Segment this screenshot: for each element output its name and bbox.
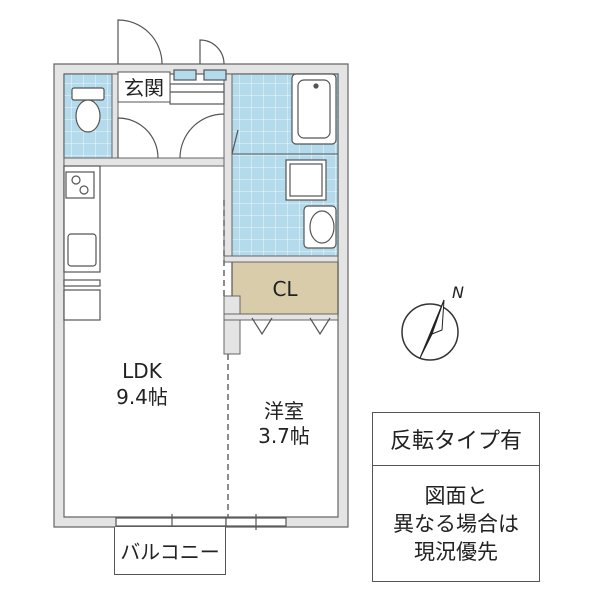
bathtub-icon <box>291 73 337 145</box>
compass: N <box>401 283 464 361</box>
reversed-type-note: 反転タイプ有 <box>372 412 540 466</box>
closet-area <box>231 259 339 317</box>
reversed-type-text: 反転タイプ有 <box>389 429 522 454</box>
western-room-name-label: 洋室 <box>264 399 304 423</box>
disclaimer-line-2: 異なる場合は <box>393 511 519 536</box>
kitchen-counter <box>63 165 101 321</box>
closet-label: CL <box>272 277 298 301</box>
ldk-name-label: LDK <box>122 359 163 383</box>
balcony-label-text: バルコニー <box>120 540 220 564</box>
door-swings <box>117 19 331 336</box>
compass-circle-icon <box>401 303 459 361</box>
toilet-icon <box>71 87 105 133</box>
entrance-label-bg <box>117 71 171 103</box>
interior-walls <box>63 73 339 355</box>
balcony-windows <box>115 514 287 530</box>
disclaimer-line-3: 現況優先 <box>414 539 498 564</box>
wash-basin-icon <box>303 205 337 249</box>
entrance-label: 玄関 <box>124 76 164 100</box>
compass-north-label: N <box>452 283 464 302</box>
western-room-size-label: 3.7帖 <box>258 424 310 448</box>
partition-lines <box>223 200 229 517</box>
disclaimer-line-1: 図面と <box>424 483 488 508</box>
disclaimer-note: 図面と 異なる場合は 現況優先 <box>372 466 540 582</box>
entrance-area <box>169 69 227 105</box>
ldk-size-label: 9.4帖 <box>116 385 168 409</box>
washing-machine-pan-icon <box>285 159 327 201</box>
balcony-label: バルコニー <box>114 527 226 575</box>
